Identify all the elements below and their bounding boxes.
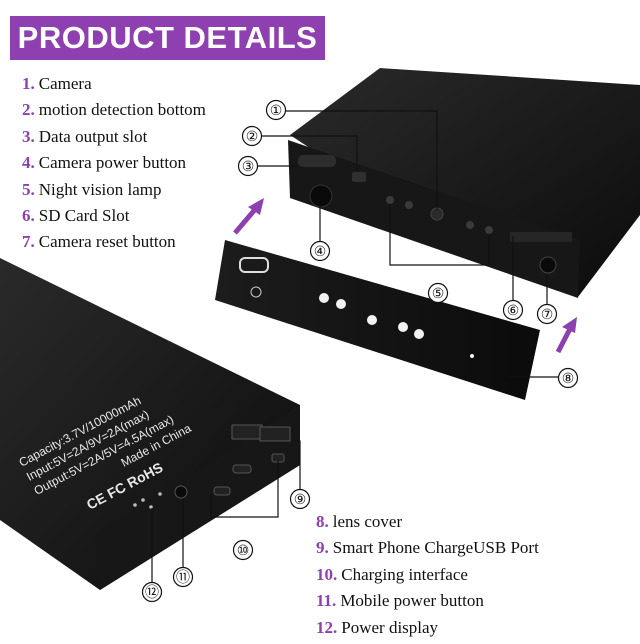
item-label: Charging interface [341,564,468,584]
svg-text:②: ② [246,128,259,144]
svg-text:⑦: ⑦ [541,306,554,322]
item-label: Camera power button [38,153,187,173]
power-led [141,498,145,502]
item-number: 10. [316,564,338,584]
item-number: 8. [316,512,329,531]
svg-text:③: ③ [242,158,255,174]
item-label: Camera [38,74,92,93]
item-label: motion detection bottom [38,100,206,120]
callout-8: ⑧ [557,367,579,389]
camera-reset-button [539,256,557,274]
item-label: Smart Phone ChargeUSB Port [332,538,539,558]
callout-10: ⑩ [232,539,254,561]
data-output-slot [298,155,336,167]
list-item: 5.Night vision lamp [22,180,206,206]
power-led [158,492,162,496]
list-item: 9.Smart Phone ChargeUSB Port [316,538,539,564]
mobile-power-button [174,485,188,499]
svg-text:①: ① [270,102,283,118]
feature-list-top: 1.Camera 2.motion detection bottom 3.Dat… [22,74,206,259]
night-vision-lamp [405,201,413,209]
callout-12: ⑫ [141,581,163,603]
smart-phone-usb-port [259,426,291,442]
camera-power-bank-top [288,68,640,298]
item-number: 1. [22,74,35,93]
item-label: Power display [341,617,439,637]
power-led [133,503,137,507]
list-item: 8.lens cover [316,512,539,538]
charging-interface [213,486,231,496]
power-led [149,505,153,509]
arrow-head-icon [562,317,577,333]
callout-6: ⑥ [502,299,524,321]
list-item: 7.Camera reset button [22,232,206,258]
svg-text:⑥: ⑥ [507,302,520,318]
callout-1: ① [265,99,287,121]
usb-port [231,424,263,440]
svg-text:⑤: ⑤ [432,285,445,301]
item-number: 6. [22,205,35,225]
list-item: 2.motion detection bottom [22,100,206,126]
item-number: 4. [22,153,35,173]
item-label: SD Card Slot [38,205,130,225]
svg-text:⑪: ⑪ [176,569,190,585]
item-number: 2. [22,100,35,120]
list-item: 4.Camera power button [22,153,206,179]
item-number: 12. [316,617,338,637]
callout-3: ③ [237,155,259,177]
item-number: 5. [22,179,35,199]
list-item: 12.Power display [316,618,539,644]
svg-text:⑨: ⑨ [294,491,307,507]
item-label: Night vision lamp [38,179,162,199]
item-label: Mobile power button [340,591,484,611]
sd-card-slot [510,232,572,242]
svg-text:⑧: ⑧ [562,370,575,386]
product-details-banner: PRODUCT DETAILS [10,16,325,60]
item-number: 9. [316,538,329,558]
svg-text:⑫: ⑫ [145,584,159,600]
callout-lines [151,110,558,582]
list-item: 3.Data output slot [22,127,206,153]
camera-power-button [309,184,333,208]
callout-9: ⑨ [289,488,311,510]
item-label: lens cover [332,512,403,531]
callout-2: ② [241,125,263,147]
item-label: Camera reset button [38,232,176,252]
list-item: 6.SD Card Slot [22,206,206,232]
list-item: 10.Charging interface [316,565,539,591]
item-number: 3. [22,126,35,146]
callout-4: ④ [309,240,331,262]
night-vision-lamp [386,196,394,204]
list-item: 1.Camera [22,74,206,100]
arrow-head-icon [248,198,264,215]
charging-interface [232,464,252,474]
power-bank-bottom: Capacity:3.7V/10000mAh Input:5V=2A/9V=2A… [0,258,300,590]
svg-text:⑩: ⑩ [237,542,250,558]
night-vision-lamp [485,226,493,234]
svg-text:④: ④ [314,243,327,259]
feature-list-bottom: 8.lens cover 9.Smart Phone ChargeUSB Por… [316,512,539,644]
night-vision-lamp [466,221,474,229]
item-number: 11. [316,591,337,611]
lens-cover [215,240,540,400]
callout-11: ⑪ [172,566,194,588]
callout-5: ⑤ [427,282,449,304]
item-number: 7. [22,232,35,252]
item-label: Data output slot [38,126,148,146]
callout-7: ⑦ [536,303,558,325]
list-item: 11.Mobile power button [316,591,539,617]
motion-sensor [352,172,366,182]
